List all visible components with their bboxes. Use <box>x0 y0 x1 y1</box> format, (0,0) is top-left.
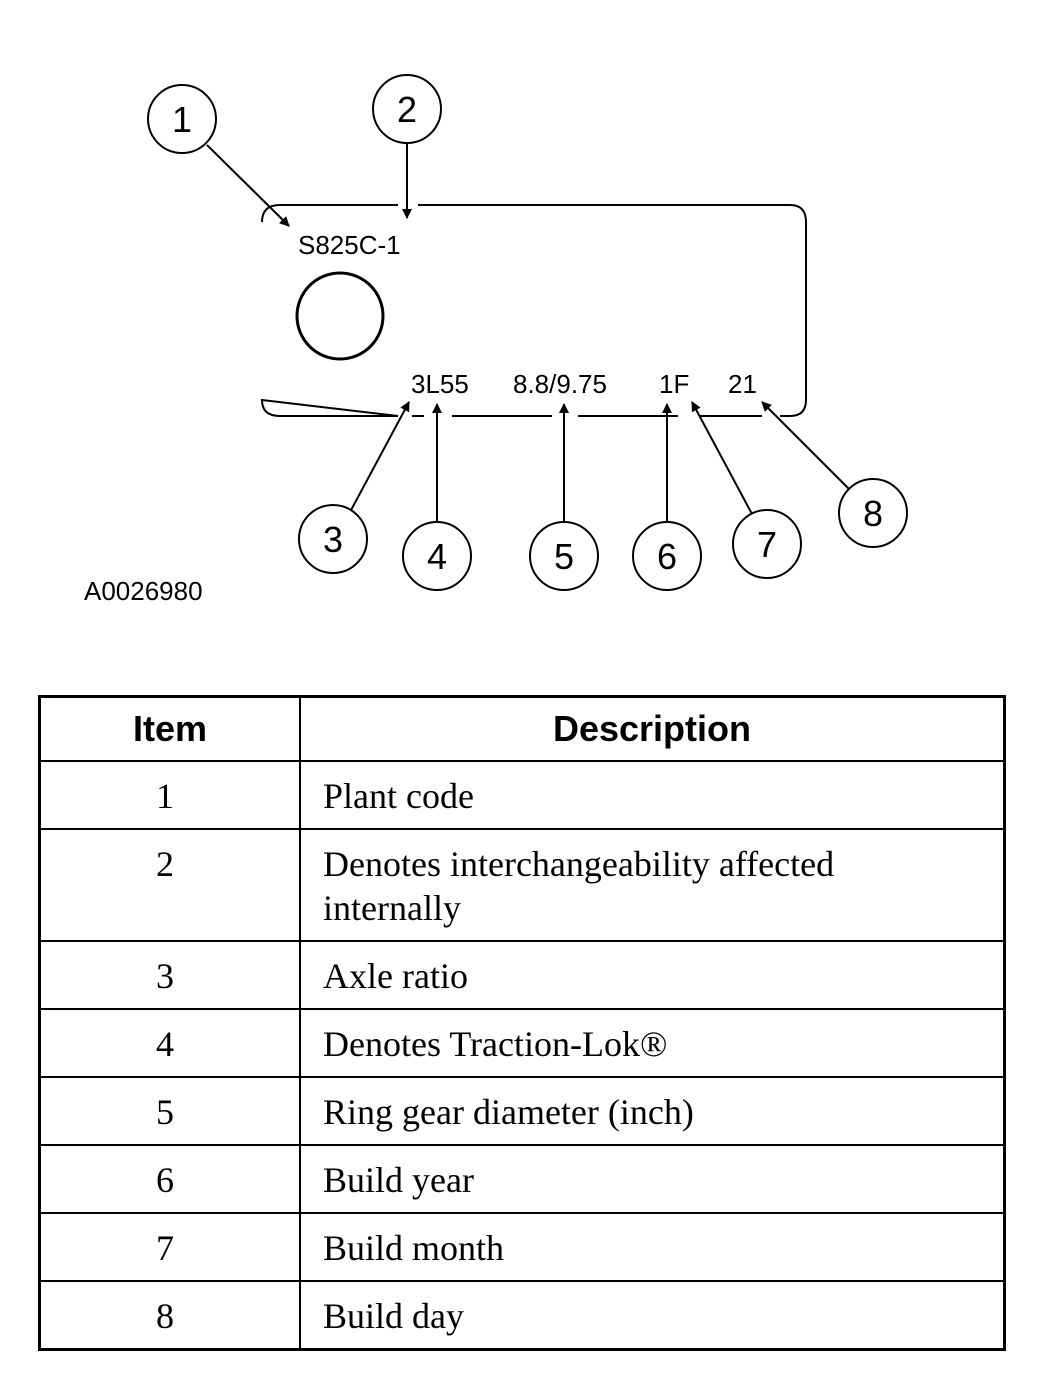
callout-4: 4 <box>402 521 472 591</box>
leader-1 <box>206 144 290 227</box>
table-row: 4 Denotes Traction-Lok® <box>38 1008 1006 1078</box>
description-cell: Denotes Traction-Lok® <box>299 1008 1006 1078</box>
svg-text:5: 5 <box>554 536 574 577</box>
svg-text:3: 3 <box>323 519 343 560</box>
tag-year-month-code: 1F <box>659 369 689 399</box>
description-cell: Build month <box>299 1212 1006 1282</box>
leader-8 <box>761 401 851 491</box>
table-row: 1 Plant code <box>38 760 1006 830</box>
description-cell: Axle ratio <box>299 940 1006 1010</box>
tag-outline <box>260 204 807 417</box>
item-cell: 4 <box>38 1008 301 1078</box>
item-cell: 3 <box>38 940 301 1010</box>
leader-7 <box>691 401 753 515</box>
table-row: 7 Build month <box>38 1212 1006 1282</box>
tag-ring-gear-code: 8.8/9.75 <box>513 369 607 399</box>
legend-table: Item Description 1 Plant code 2 Denotes … <box>38 695 1006 1351</box>
callout-1: 1 <box>147 84 217 154</box>
svg-text:1: 1 <box>172 99 192 140</box>
tag-hole <box>295 271 385 361</box>
item-cell: 2 <box>38 828 301 942</box>
tag-day-code: 21 <box>728 369 757 399</box>
table-row: 8 Build day <box>38 1280 1006 1351</box>
callout-3: 3 <box>298 504 368 574</box>
svg-text:8: 8 <box>863 493 883 534</box>
svg-text:6: 6 <box>657 536 677 577</box>
description-cell: Ring gear diameter (inch) <box>299 1076 1006 1146</box>
axle-tag-diagram: S825C-1 3L55 8.8/9.75 1F 21 1 2 3 4 5 6 … <box>84 74 908 606</box>
figure-id: A0026980 <box>84 576 203 606</box>
callout-6: 6 <box>632 521 702 591</box>
tag-ratio-code: 3L55 <box>411 369 469 399</box>
table-row: 3 Axle ratio <box>38 940 1006 1010</box>
callout-8: 8 <box>838 478 908 548</box>
item-cell: 6 <box>38 1144 301 1214</box>
item-cell: 1 <box>38 760 301 830</box>
tag-plant-code: S825C-1 <box>298 230 401 260</box>
callout-2: 2 <box>372 74 442 144</box>
table-row: 5 Ring gear diameter (inch) <box>38 1076 1006 1146</box>
table-header-row: Item Description <box>38 695 1006 762</box>
item-column-header: Item <box>38 695 301 762</box>
item-cell: 7 <box>38 1212 301 1282</box>
leader-3 <box>349 401 410 513</box>
svg-text:4: 4 <box>427 536 447 577</box>
description-column-header: Description <box>299 695 1006 762</box>
item-cell: 5 <box>38 1076 301 1146</box>
item-cell: 8 <box>38 1280 301 1351</box>
table-row: 6 Build year <box>38 1144 1006 1214</box>
svg-text:7: 7 <box>757 524 777 565</box>
table-row: 2 Denotes interchangeability affected in… <box>38 828 1006 942</box>
callout-7: 7 <box>732 509 802 579</box>
callout-5: 5 <box>529 521 599 591</box>
description-cell: Build day <box>299 1280 1006 1351</box>
description-cell: Build year <box>299 1144 1006 1214</box>
svg-text:2: 2 <box>397 89 417 130</box>
description-cell: Denotes interchangeability affected inte… <box>299 828 1006 942</box>
description-cell: Plant code <box>299 760 1006 830</box>
